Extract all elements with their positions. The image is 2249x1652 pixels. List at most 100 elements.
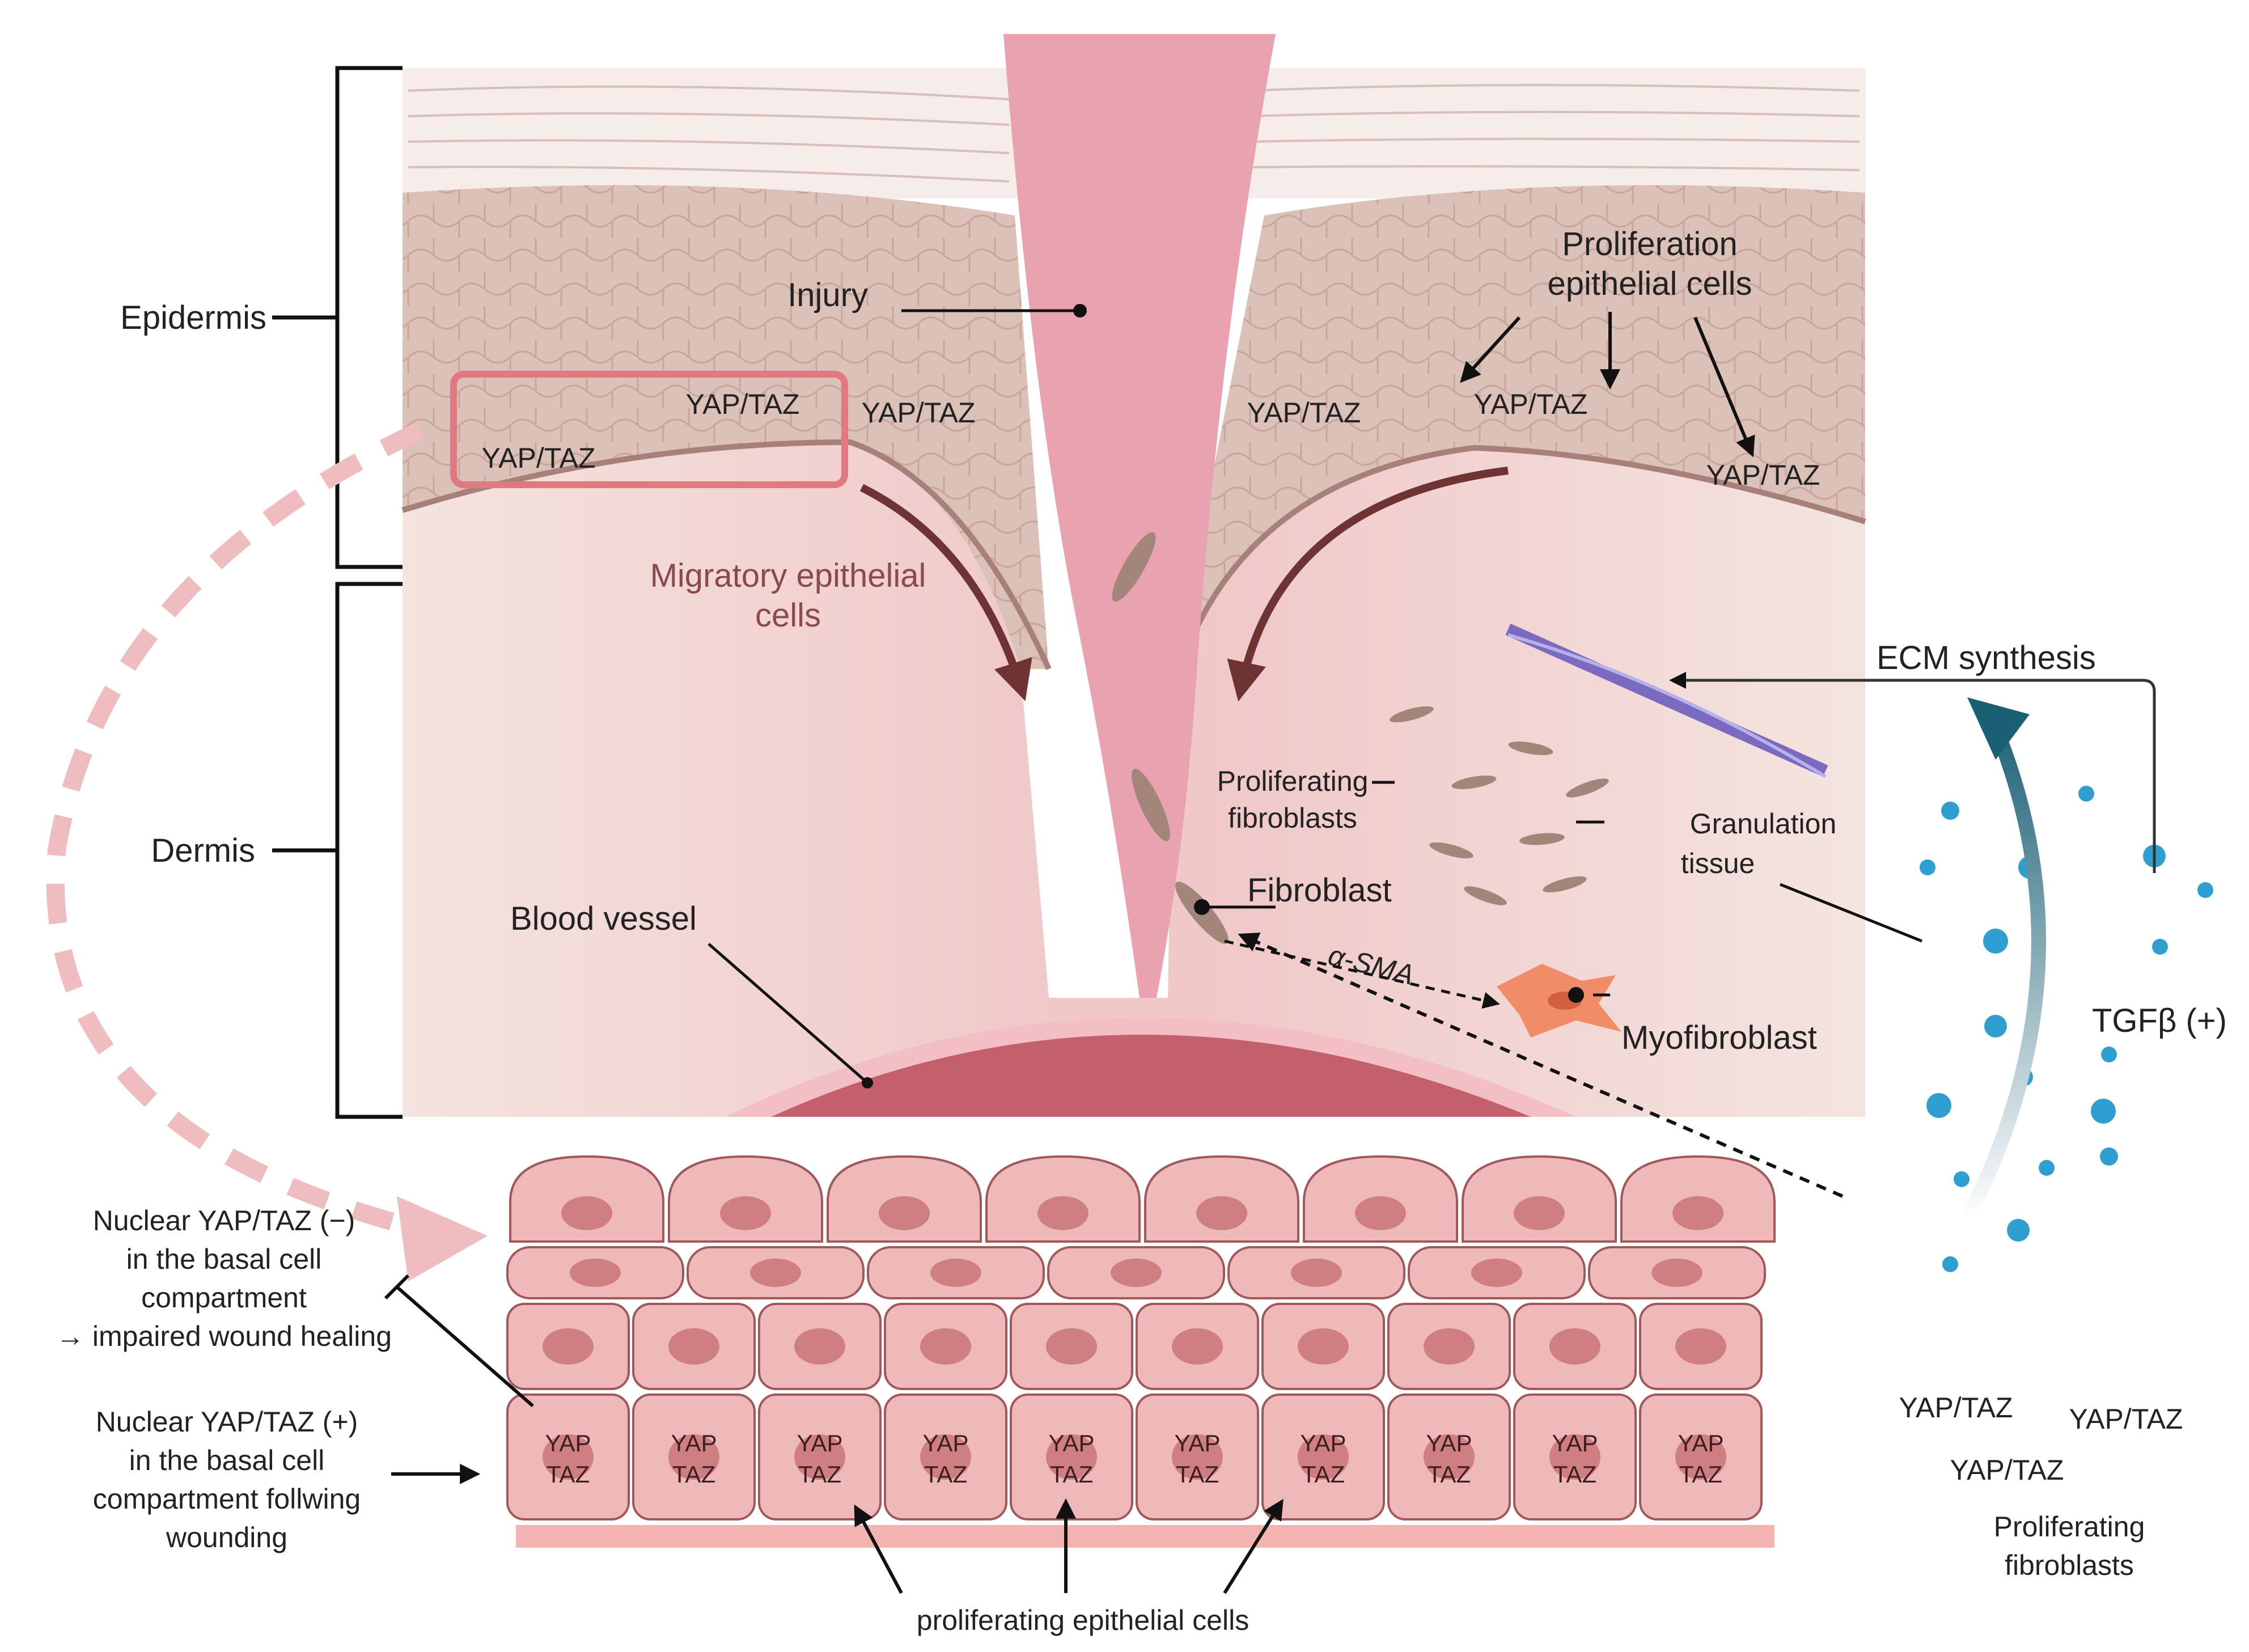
basement-layer	[516, 1525, 1774, 1548]
cell-nucleus	[920, 1328, 971, 1365]
basal-taz-label: TAZ	[1176, 1461, 1219, 1488]
cell-nucleus	[1298, 1328, 1349, 1365]
cell-nucleus	[1046, 1434, 1097, 1480]
ecm-arrow	[1669, 672, 2156, 873]
basal-taz-label: TAZ	[1679, 1461, 1722, 1488]
fibroblast-cell	[1132, 769, 1170, 841]
skin-section	[401, 34, 1866, 1117]
label-prolif-fibro-1: Proliferating	[1217, 765, 1369, 797]
dermis	[403, 442, 1865, 1117]
yaptaz-label: YAP/TAZ	[1706, 459, 1820, 491]
basal-taz-label: TAZ	[672, 1461, 715, 1488]
basal-yap-label: YAP	[1426, 1430, 1472, 1456]
blood-vessel	[771, 1035, 1531, 1117]
basal-yap-label: YAP	[545, 1430, 591, 1456]
fibroblast-cell	[1112, 532, 1156, 602]
proliferation-arrows	[1460, 312, 1755, 458]
label-granulation-1: Granulation	[1690, 808, 1837, 840]
yaptaz-label: YAP/TAZ	[1474, 388, 1588, 420]
basal-yap-label: YAP	[923, 1430, 969, 1456]
label-proliferation-2: epithelial cells	[1547, 265, 1752, 302]
basal-yap-label: YAP	[1049, 1430, 1095, 1456]
cell-nucleus	[1675, 1434, 1726, 1480]
epidermis-left	[403, 185, 1049, 670]
basement-membrane-right	[1176, 444, 1866, 670]
cell-nucleus	[543, 1434, 594, 1480]
cell-nucleus	[1172, 1328, 1223, 1365]
injury-wound	[1003, 34, 1276, 998]
cell-nucleus	[794, 1434, 845, 1480]
label-ecm-synthesis: ECM synthesis	[1877, 639, 2096, 676]
cell-nucleus	[1424, 1434, 1475, 1480]
label-neg-3: compartment	[141, 1282, 307, 1314]
cell-nucleus	[1291, 1259, 1342, 1287]
label-dermis: Dermis	[151, 832, 255, 869]
label-right-prolif-1: Proliferating	[1994, 1511, 2145, 1543]
label-migratory-1: Migratory epithelial	[650, 557, 926, 594]
bottom-prolif-arrows	[854, 1498, 1284, 1594]
basal-yap-label: YAP	[1175, 1430, 1221, 1456]
label-tgfb: TGFβ (+)	[2092, 1002, 2227, 1039]
label-epidermis: Epidermis	[120, 299, 266, 336]
cell-nucleus	[794, 1328, 845, 1365]
neg-inhibit-line	[396, 1285, 534, 1408]
cell-nucleus	[720, 1196, 771, 1230]
label-pos-2: in the basal cell	[129, 1445, 325, 1476]
basal-yap-label: YAP	[1552, 1430, 1598, 1456]
cell-nucleus	[750, 1259, 801, 1287]
label-pos-3: compartment follwing	[93, 1483, 361, 1515]
basement-membrane-left	[401, 439, 1052, 671]
yaptaz-label: YAP/TAZ	[686, 388, 800, 420]
yap-taz-upper-labels: YAP/TAZ YAP/TAZ YAP/TAZ YAP/TAZ YAP/TAZ …	[482, 388, 2183, 1486]
label-fibroblast: Fibroblast	[1247, 872, 1392, 909]
cell-nucleus	[1298, 1434, 1349, 1480]
label-pos-4: wounding	[166, 1522, 287, 1553]
cell-nucleus	[668, 1328, 719, 1365]
label-proliferation-1: Proliferation	[1562, 226, 1737, 262]
yaptaz-label: YAP/TAZ	[862, 397, 976, 429]
cell-nucleus	[920, 1434, 971, 1480]
cell-nucleus	[1037, 1196, 1089, 1230]
leader-lines	[708, 309, 1922, 1084]
basal-yap-label: YAP	[671, 1430, 717, 1456]
basal-taz-label: TAZ	[1428, 1461, 1471, 1488]
label-neg-1: Nuclear YAP/TAZ (−)	[93, 1205, 355, 1236]
dashed-connector	[46, 422, 427, 1239]
yaptaz-label: YAP/TAZ	[1899, 1392, 2013, 1424]
cell-nucleus	[1514, 1196, 1565, 1230]
cell-nucleus	[930, 1259, 981, 1287]
cell-nucleus	[561, 1196, 612, 1230]
label-neg-2: in the basal cell	[126, 1243, 322, 1275]
yaptaz-label: YAP/TAZ	[482, 442, 596, 474]
cell-nucleus	[1672, 1196, 1723, 1230]
cell-nucleus	[1111, 1259, 1162, 1287]
epidermis-right	[1174, 185, 1865, 670]
cell-nucleus	[1424, 1328, 1475, 1365]
cell-nucleus	[1172, 1434, 1223, 1480]
label-blood-vessel: Blood vessel	[510, 900, 697, 937]
dashed-fibroblast-connector	[1238, 932, 1844, 1198]
corneum-lines	[408, 84, 1860, 183]
cell-nucleus	[1549, 1434, 1600, 1480]
label-granulation-2: tissue	[1681, 848, 1755, 879]
cell-nucleus	[1471, 1259, 1522, 1287]
cell-nucleus	[1355, 1196, 1406, 1230]
label-bottom-prolif: proliferating epithelial cells	[917, 1604, 1249, 1636]
basal-taz-label: TAZ	[547, 1461, 590, 1488]
label-injury: Injury	[787, 277, 868, 314]
cell-nucleus	[1046, 1328, 1097, 1365]
label-migratory-2: cells	[755, 597, 821, 634]
yaptaz-label: YAP/TAZ	[1950, 1454, 2064, 1486]
basal-yap-label: YAP	[1678, 1430, 1724, 1456]
label-neg-4: → impaired wound healing	[56, 1320, 392, 1352]
tgfb-arrow	[1960, 711, 2046, 1222]
basal-taz-label: TAZ	[1050, 1461, 1093, 1488]
cell-nucleus	[1675, 1328, 1726, 1365]
basal-taz-label: TAZ	[924, 1461, 967, 1488]
migratory-arrow-left	[859, 484, 1032, 701]
basal-taz-label: TAZ	[1302, 1461, 1345, 1488]
cell-nucleus	[1549, 1328, 1600, 1365]
yaptaz-label: YAP/TAZ	[2069, 1403, 2183, 1435]
layer-brackets	[272, 66, 403, 1119]
basal-yap-label: YAP	[1301, 1430, 1346, 1456]
